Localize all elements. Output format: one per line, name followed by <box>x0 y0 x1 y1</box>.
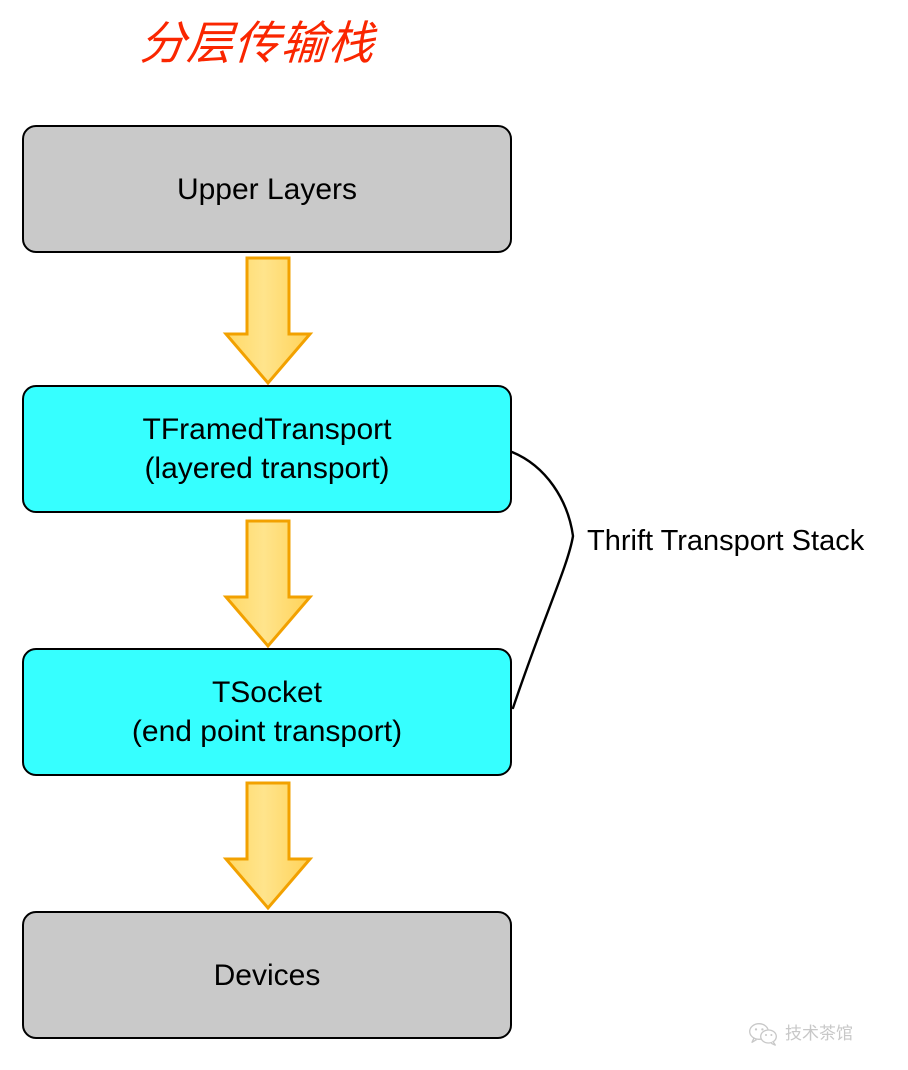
node-tsocket: TSocket (end point transport) <box>22 648 512 776</box>
node-upper-layers: Upper Layers <box>22 125 512 253</box>
node-label-line: TFramedTransport <box>142 413 392 446</box>
node-label-line: Devices <box>213 958 321 992</box>
arrow-down-icon <box>222 781 314 911</box>
node-label-line: TSocket <box>211 676 323 709</box>
watermark-text: 技术茶馆 <box>785 1024 853 1044</box>
brace-label: Thrift Transport Stack <box>587 525 865 557</box>
node-devices: Devices <box>22 911 512 1039</box>
arrow-down-icon <box>222 519 314 649</box>
node-sublabel-line: (end point transport) <box>131 715 403 748</box>
group-brace <box>510 450 575 710</box>
node-label-line: Upper Layers <box>176 172 358 206</box>
watermark: 技术茶馆 <box>748 1022 853 1046</box>
wechat-icon <box>749 1023 777 1046</box>
page-title: 分层传输栈 <box>138 16 377 70</box>
node-sublabel-line: (layered transport) <box>144 452 390 485</box>
node-tframedtransport: TFramedTransport (layered transport) <box>22 385 512 513</box>
arrow-down-icon <box>222 256 314 386</box>
